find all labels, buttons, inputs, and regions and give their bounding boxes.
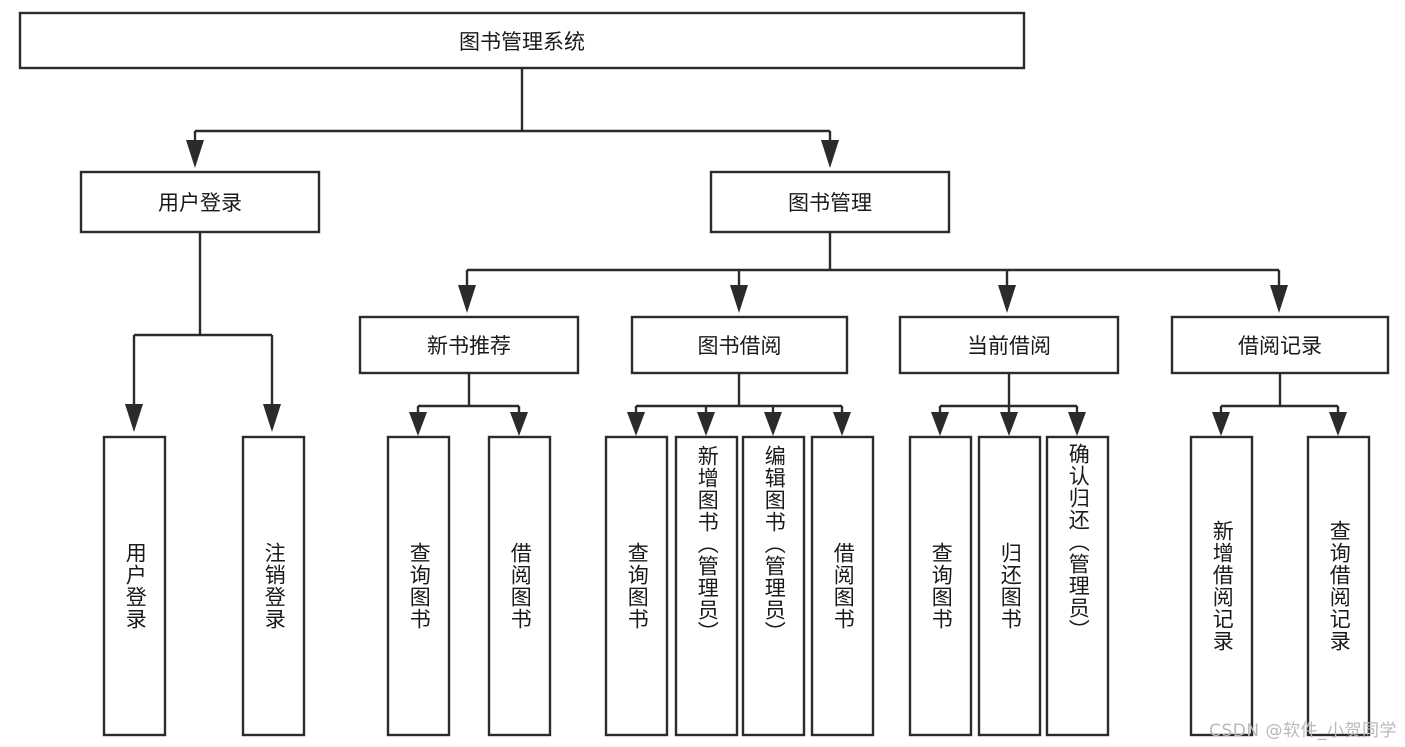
node-root-box[interactable]: [18, 11, 1026, 70]
node-leaf-user-login-1-box[interactable]: [102, 435, 167, 737]
node-leaf-book-borrow-2-box[interactable]: [674, 435, 739, 737]
arrow-head-leaf-user-login-2: [263, 404, 281, 432]
arrow-head-leaf-current-borrow-2: [1000, 412, 1018, 436]
arrow-head-book-mgmt: [821, 140, 839, 168]
arrow-head-current-borrow: [998, 285, 1016, 313]
node-current-borrow-box[interactable]: [898, 315, 1120, 375]
node-user-login-box[interactable]: [79, 170, 321, 234]
arrow-head-leaf-book-borrow-3: [764, 412, 782, 436]
arrow-head-book-borrow: [730, 285, 748, 313]
arrow-head-leaf-book-borrow-4: [833, 412, 851, 436]
arrow-head-user-login: [186, 140, 204, 168]
node-leaf-book-borrow-4-box[interactable]: [810, 435, 875, 737]
node-leaf-user-login-2-box[interactable]: [241, 435, 306, 737]
arrow-head-leaf-current-borrow-1: [931, 412, 949, 436]
watermark-text: CSDN @软件_小贺同学: [1209, 721, 1397, 741]
arrow-head-leaf-user-login-1: [125, 404, 143, 432]
arrow-head-leaf-book-borrow-1: [627, 412, 645, 436]
node-leaf-borrow-record-2-box[interactable]: [1306, 435, 1371, 737]
arrow-head-borrow-record: [1270, 285, 1288, 313]
node-book-borrow-box[interactable]: [630, 315, 849, 375]
arrow-head-leaf-current-borrow-3: [1068, 412, 1086, 436]
arrow-head-leaf-new-book-2: [510, 412, 528, 436]
node-leaf-current-borrow-2-box[interactable]: [977, 435, 1042, 737]
node-book-mgmt-box[interactable]: [709, 170, 951, 234]
node-new-book-box[interactable]: [358, 315, 580, 375]
node-leaf-book-borrow-3-box[interactable]: [741, 435, 806, 737]
node-leaf-new-book-2-box[interactable]: [487, 435, 552, 737]
arrow-head-new-book: [458, 285, 476, 313]
arrow-head-leaf-book-borrow-2: [697, 412, 715, 436]
node-leaf-book-borrow-1-box[interactable]: [604, 435, 669, 737]
arrow-head-leaf-new-book-1: [409, 412, 427, 436]
arrow-head-leaf-borrow-record-1: [1212, 412, 1230, 436]
node-leaf-borrow-record-1-box[interactable]: [1189, 435, 1254, 737]
node-borrow-record-box[interactable]: [1170, 315, 1390, 375]
arrow-head-leaf-borrow-record-2: [1329, 412, 1347, 436]
node-leaf-current-borrow-1-box[interactable]: [908, 435, 973, 737]
node-leaf-current-borrow-3-box[interactable]: [1045, 435, 1110, 737]
node-leaf-new-book-1-box[interactable]: [386, 435, 451, 737]
